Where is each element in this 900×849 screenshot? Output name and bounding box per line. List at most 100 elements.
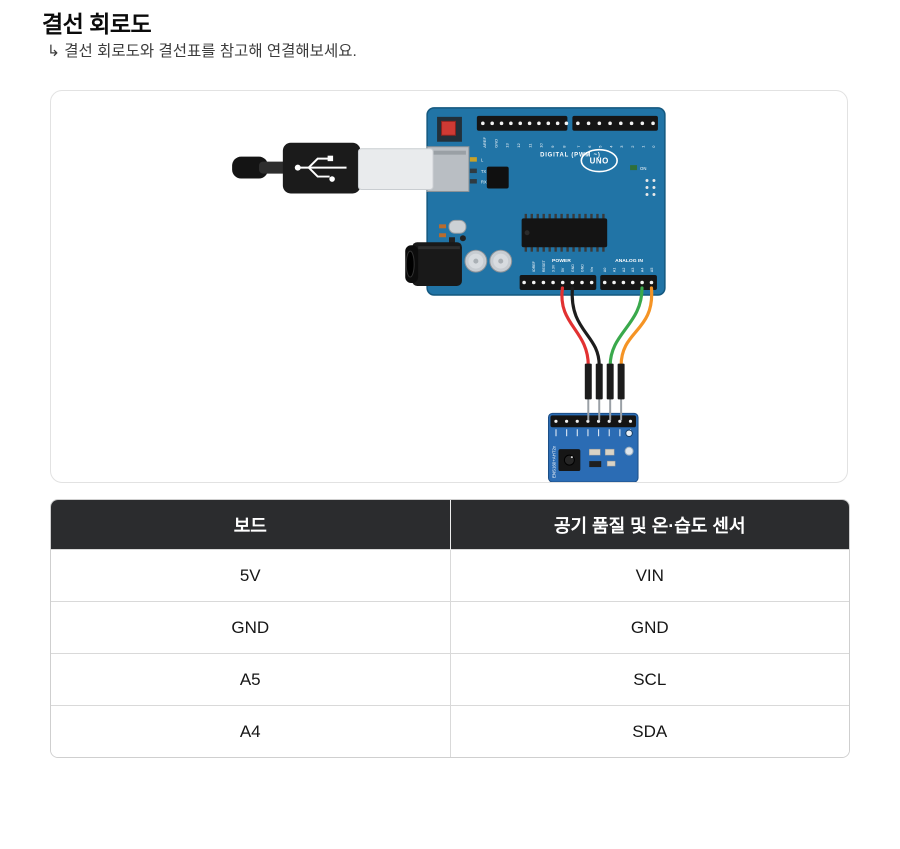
led-tx — [469, 168, 477, 174]
pin-label: A5 — [650, 268, 654, 272]
power-label: POWER — [552, 258, 571, 264]
led-rx — [469, 179, 477, 184]
sensor-component-round — [624, 446, 634, 456]
pin-label: 13 — [505, 143, 510, 148]
wire-5v — [560, 286, 590, 368]
pin-label: 0 — [651, 145, 656, 148]
usb-connector-shell — [357, 148, 434, 190]
table-header-row: 보드 공기 품질 및 온·습도 센서 — [51, 500, 849, 550]
led-l-label: L — [481, 158, 484, 163]
table-row: A5 SCL — [51, 653, 849, 706]
table-header-board: 보드 — [51, 500, 450, 550]
board-pin-cell: A5 — [51, 653, 450, 706]
pin-label: Vin — [590, 267, 594, 272]
pin-label: 5V — [561, 267, 565, 272]
capacitors — [464, 249, 513, 273]
pin-label: A2 — [622, 268, 626, 272]
sensor-chip-vent — [563, 454, 575, 466]
pin-label: 1 — [641, 145, 646, 148]
arduino-board: AREF GND 13 12 11 10 9 8 7 6 5 4 3 2 1 0 — [426, 107, 666, 296]
uno-logo-oval — [580, 148, 618, 173]
pin-label: 3.3V — [551, 264, 555, 272]
table-header-sensor: 공기 품질 및 온·습도 센서 — [449, 500, 849, 550]
arduino-pcb — [426, 107, 666, 296]
sensor-chip-dot — [570, 456, 573, 459]
sensor-mounting-hole — [625, 429, 633, 438]
analog-header — [600, 275, 657, 290]
usb-trident-tail — [294, 164, 301, 171]
pin-label: GND — [571, 264, 575, 272]
diagram-panel: AREF GND 13 12 11 10 9 8 7 6 5 4 3 2 1 0 — [50, 90, 848, 483]
pin-label: GND — [493, 139, 498, 148]
usb-trident-icon — [297, 157, 347, 178]
power-header-pins — [522, 280, 594, 285]
sensor-pin-cell: GND — [449, 601, 849, 654]
pin-label: A1 — [612, 268, 616, 272]
led-rx-label: RX — [481, 180, 487, 185]
sensor-passives — [589, 448, 616, 468]
sensor-pin-cell: VIN — [449, 549, 849, 602]
analog-header-pins — [602, 280, 654, 285]
on-label: ON — [640, 166, 646, 171]
page-title: 결선 회로도 — [42, 11, 152, 37]
analog-in-label: ANALOG IN — [615, 258, 643, 264]
sensor-header-pins — [554, 419, 633, 423]
sensor-pin-cell: SCL — [449, 653, 849, 706]
pin-label: 10 — [539, 143, 544, 148]
pin-label: 9 — [550, 145, 555, 148]
wire-a5 — [608, 286, 644, 368]
digital-header-right-pins — [576, 121, 655, 126]
atmega-chip — [521, 213, 608, 252]
small-components — [439, 224, 466, 244]
pin-label: 6 — [587, 145, 592, 148]
wire-a4 — [619, 286, 654, 368]
pin-label: 4 — [608, 145, 613, 148]
pin-label: 12 — [516, 143, 521, 147]
uno-logo-text: UNO — [590, 157, 609, 166]
power-header — [519, 275, 597, 290]
wire-connector-pins — [584, 363, 625, 421]
pin-label: RESET — [542, 259, 546, 272]
reset-button — [441, 120, 456, 136]
usb-cable — [232, 142, 361, 194]
pin-label: A3 — [631, 268, 635, 272]
icsp-header — [645, 179, 656, 196]
pin-label: 2 — [630, 145, 635, 147]
page-subtitle: ↳ 결선 회로도와 결선표를 참고해 연결해보세요. — [47, 43, 357, 60]
board-pin-cell: 5V — [51, 549, 450, 602]
pin-label: 8 — [561, 145, 566, 148]
table-row: A4 SDA — [51, 705, 849, 757]
wire-gnd — [570, 286, 601, 368]
usb-cable-neck — [258, 161, 291, 174]
digital-pin-labels: AREF GND 13 12 11 10 9 8 7 6 5 4 3 2 1 0 — [482, 137, 656, 148]
on-led — [630, 165, 638, 171]
usb-trident-dot — [329, 176, 335, 182]
analog-pin-labels: A0 A1 A2 A3 A4 A5 — [603, 268, 654, 272]
pin-label: A0 — [603, 268, 607, 272]
wiring-table: 보드 공기 품질 및 온·습도 센서 5V VIN GND GND A5 SCL — [51, 500, 849, 757]
usb-port-seam — [430, 150, 466, 155]
digital-header-right — [572, 115, 658, 131]
pin-label: 11 — [527, 143, 532, 148]
board-pin-cell: A4 — [51, 705, 450, 757]
usb-trident-square — [327, 155, 334, 162]
power-jack — [405, 242, 462, 287]
board-pin-cell: GND — [51, 601, 450, 654]
sensor-model-label: ENS160+AHT2x — [551, 445, 556, 478]
usb-serial-chip — [486, 166, 509, 189]
digital-pwm-label: DIGITAL (PWM ~) — [540, 153, 601, 159]
table-row: GND GND — [51, 601, 849, 654]
crystal-oscillator — [448, 219, 467, 234]
led-l — [469, 157, 477, 162]
sensor-module: ENS160+AHT2x — [547, 412, 639, 482]
power-pin-labels: IOREF RESET 3.3V 5V GND GND Vin — [532, 259, 594, 272]
pin-label: AREF — [482, 137, 487, 148]
pin-label: 3 — [619, 145, 624, 148]
pin-label: A4 — [641, 268, 645, 272]
circuit-diagram: AREF GND 13 12 11 10 9 8 7 6 5 4 3 2 1 0 — [232, 107, 666, 482]
pin-label: GND — [580, 264, 584, 272]
pin-label: 7 — [576, 145, 581, 147]
table-row: 5V VIN — [51, 549, 849, 602]
pin-label: IOREF — [532, 260, 536, 272]
